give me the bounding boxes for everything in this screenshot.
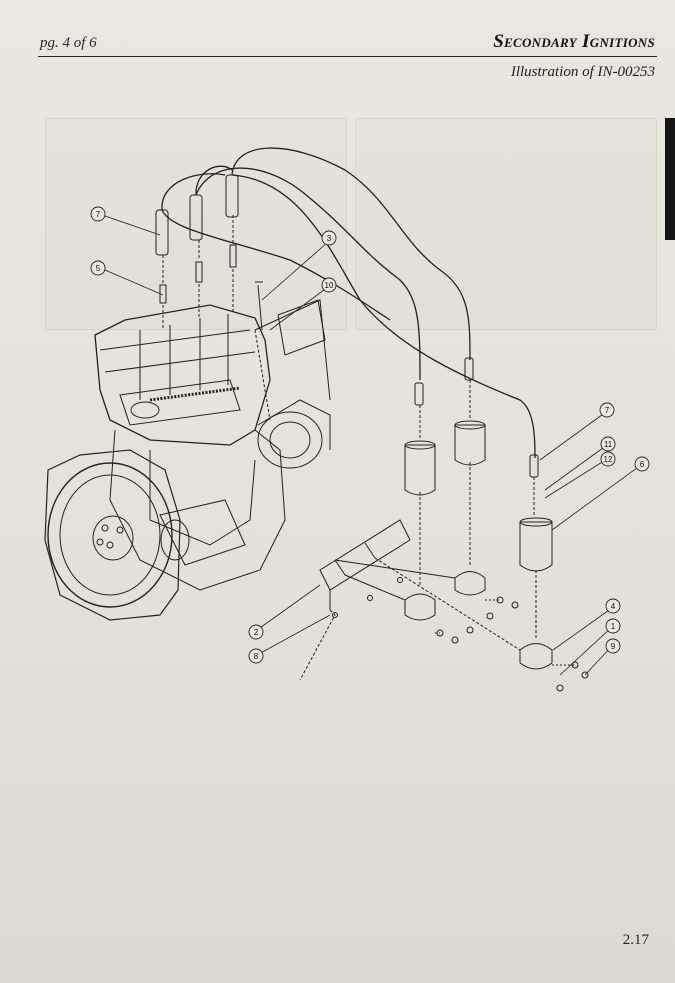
bolts-and-washers	[299, 577, 589, 692]
page-title: Secondary Ignitions	[493, 31, 655, 52]
callout-5: 5	[90, 260, 106, 276]
callout-7b: 7	[599, 402, 615, 418]
mounting-bracket	[319, 519, 411, 610]
callout-bubbles: 7 5 3 10 7 11 12 6 2 8 4 1 9	[90, 206, 650, 664]
spark-plugs	[159, 215, 237, 330]
bleed-through-panel-left	[45, 118, 347, 330]
callout-label: 10	[325, 281, 334, 290]
callout-label: 7	[605, 406, 610, 415]
long-stud	[255, 281, 263, 331]
heat-shield	[277, 299, 326, 356]
engine-block	[94, 299, 331, 591]
callout-3: 3	[321, 230, 337, 246]
page-indicator: pg. 4 of 6	[40, 35, 97, 51]
callout-12: 12	[600, 451, 616, 467]
callout-label: 11	[604, 440, 613, 449]
bleed-through-panel-right	[355, 118, 657, 330]
callout-label: 8	[254, 652, 259, 661]
callout-8: 8	[248, 648, 264, 664]
callout-label: 2	[254, 628, 259, 637]
callout-9: 9	[605, 638, 621, 654]
callout-1: 1	[605, 618, 621, 634]
illustration-subtitle: Illustration of IN-00253	[510, 64, 655, 80]
flywheel	[44, 449, 181, 621]
callout-2: 2	[248, 624, 264, 640]
header-rule	[38, 56, 657, 57]
callout-label: 5	[96, 264, 101, 273]
callout-label: 4	[611, 602, 616, 611]
callout-6: 6	[634, 456, 650, 472]
callout-label: 3	[327, 234, 332, 243]
callout-11: 11	[600, 436, 616, 452]
ignition-coils	[404, 357, 553, 640]
callout-label: 9	[611, 642, 616, 651]
callout-10: 10	[321, 277, 337, 293]
callout-leaders	[104, 215, 642, 676]
callout-7a: 7	[90, 206, 106, 222]
callout-4: 4	[605, 598, 621, 614]
ignition-wires	[161, 147, 536, 459]
section-tab-marker	[665, 118, 675, 240]
callout-label: 1	[611, 622, 616, 631]
callout-label: 12	[604, 455, 613, 464]
page-number: 2.17	[622, 932, 649, 948]
callout-label: 7	[96, 210, 101, 219]
callout-label: 6	[640, 460, 645, 469]
coil-clamps	[334, 557, 553, 670]
